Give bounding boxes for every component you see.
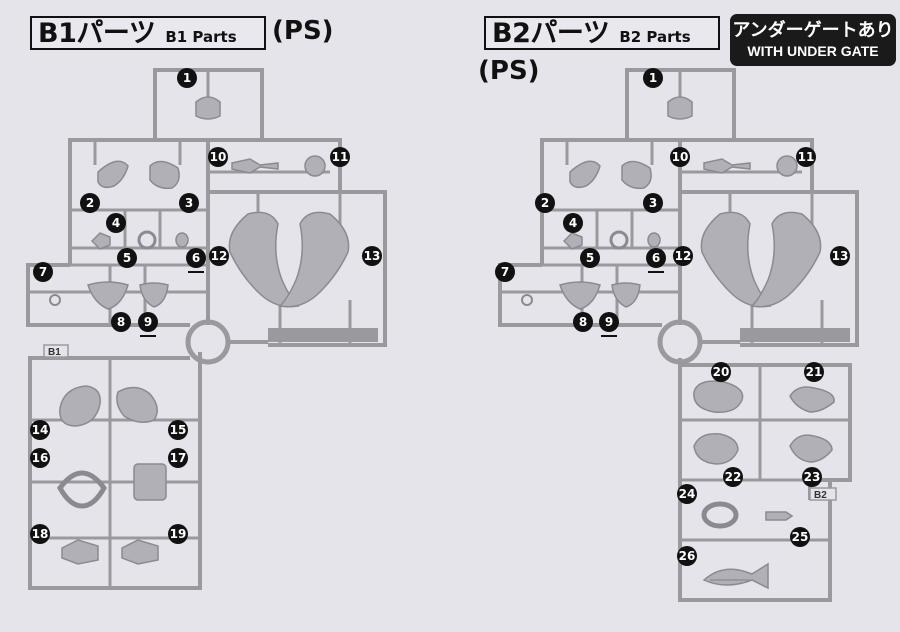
b2-part-number-20: 20 (711, 362, 731, 382)
b2-part-number-label: 10 (672, 150, 689, 164)
b1-part-number-6: 6 (186, 248, 206, 273)
b2-part-number-label: 6 (652, 251, 660, 265)
b1-title-box: B1パーツ B1 Parts (30, 16, 266, 50)
b1-part-number-18: 18 (30, 524, 50, 544)
b2-part-number-label: 11 (798, 150, 815, 164)
b1-title: B1パーツ (38, 18, 156, 49)
b1-part-number-label: 11 (332, 150, 349, 164)
b1-part-number-12: 12 (209, 246, 229, 266)
b2-part-number-label: 2 (541, 196, 549, 210)
b1-part-number-label: 4 (112, 216, 120, 230)
b1-part-number-label: 7 (39, 265, 47, 279)
b2-part-number-label: 3 (649, 196, 657, 210)
b1-part-number-19: 19 (168, 524, 188, 544)
b2-part-number-24: 24 (677, 484, 697, 504)
badge-jp-text: アンダーゲートあり (732, 20, 894, 41)
b1-part-number-17: 17 (168, 448, 188, 468)
b1-part-number-label: 9 (144, 315, 152, 329)
b2-runner-upper (500, 70, 857, 362)
b1-part-number-label: 3 (185, 196, 193, 210)
b1-part-number-label: 12 (211, 249, 228, 263)
b1-part-number-label: 5 (123, 251, 131, 265)
b1-part-number-5: 5 (117, 248, 137, 268)
b1-part-number-8: 8 (111, 312, 131, 332)
b2-material: (PS) (478, 56, 540, 86)
b2-runner-tag: B2 (814, 490, 827, 501)
b2-part-number-8: 8 (573, 312, 593, 332)
b2-part-number-label: 8 (579, 315, 587, 329)
b1-part-number-4: 4 (106, 213, 126, 233)
b1-part-number-15: 15 (168, 420, 188, 440)
b1-part-number-label: 16 (32, 451, 49, 465)
b2-part-number-label: 13 (832, 249, 849, 263)
b1-material: (PS) (272, 16, 334, 46)
b2-part-number-25: 25 (790, 527, 810, 547)
b1-part-number-label: 8 (117, 315, 125, 329)
b1-runner-upper (28, 70, 385, 362)
b2-part-number-21: 21 (804, 362, 824, 382)
b2-part-number-label: 4 (569, 216, 577, 230)
b2-part-number-label: 22 (725, 470, 742, 484)
b2-part-number-22: 22 (723, 467, 743, 487)
b2-runner-lower: B2 (678, 358, 852, 602)
b2-part-number-label: 21 (806, 365, 823, 379)
b2-part-number-label: 1 (649, 71, 657, 85)
b2-part-number-label: 9 (605, 315, 613, 329)
b1-runner-lower: B1 (28, 344, 202, 590)
b2-title: B2パーツ (492, 18, 610, 49)
b2-part-number-label: 25 (792, 530, 809, 544)
b2-part-number-12: 12 (673, 246, 693, 266)
under-gate-badge: アンダーゲートあり WITH UNDER GATE (730, 14, 896, 66)
b2-part-number-10: 10 (670, 147, 690, 167)
b1-part-number-10: 10 (208, 147, 228, 167)
b2-part-number-6: 6 (646, 248, 666, 273)
b2-part-number-label: 24 (679, 487, 696, 501)
b1-part-number-label: 14 (32, 423, 49, 437)
b1-part-number-label: 6 (192, 251, 200, 265)
b1-part-number-label: 10 (210, 150, 227, 164)
b1-part-number-label: 1 (183, 71, 191, 85)
b1-part-number-label: 13 (364, 249, 381, 263)
b1-part-number-label: 2 (86, 196, 94, 210)
badge-en-text: WITH UNDER GATE (747, 43, 879, 59)
b1-part-number-14: 14 (30, 420, 50, 440)
b2-part-number-2: 2 (535, 193, 555, 213)
b2-part-number-23: 23 (802, 467, 822, 487)
b1-part-number-label: 17 (170, 451, 187, 465)
b2-part-number-1: 1 (643, 68, 663, 88)
b2-part-number-7: 7 (495, 262, 515, 282)
b2-part-number-3: 3 (643, 193, 663, 213)
b2-part-number-label: 12 (675, 249, 692, 263)
b1-part-number-label: 19 (170, 527, 187, 541)
b2-part-number-26: 26 (677, 546, 697, 566)
b1-part-number-label: 15 (170, 423, 187, 437)
b2-part-number-label: 23 (804, 470, 821, 484)
b2-part-number-9: 9 (599, 312, 619, 337)
b1-part-number-2: 2 (80, 193, 100, 213)
b2-subtitle: B2 Parts (619, 28, 691, 46)
b2-part-number-11: 11 (796, 147, 816, 167)
b1-part-number-13: 13 (362, 246, 382, 266)
b2-part-number-label: 7 (501, 265, 509, 279)
b2-part-number-label: 20 (713, 365, 730, 379)
b2-part-number-label: 5 (586, 251, 594, 265)
b2-part-number-label: 26 (679, 549, 696, 563)
b1-part-number-1: 1 (177, 68, 197, 88)
b2-title-box: B2パーツ B2 Parts (484, 16, 720, 50)
b1-part-number-11: 11 (330, 147, 350, 167)
b1-subtitle: B1 Parts (165, 28, 237, 46)
b1-part-number-3: 3 (179, 193, 199, 213)
b1-runner-tag: B1 (48, 347, 61, 358)
b1-part-number-7: 7 (33, 262, 53, 282)
b2-part-number-13: 13 (830, 246, 850, 266)
b1-part-number-16: 16 (30, 448, 50, 468)
b2-part-number-4: 4 (563, 213, 583, 233)
b1-part-number-9: 9 (138, 312, 158, 337)
b1-part-number-label: 18 (32, 527, 49, 541)
b2-part-number-5: 5 (580, 248, 600, 268)
